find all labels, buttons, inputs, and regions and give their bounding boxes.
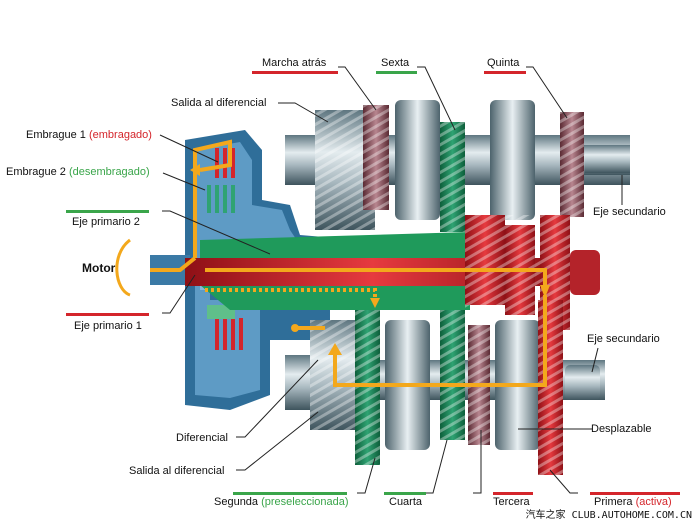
synchro-rs — [395, 100, 440, 220]
label-salida-diferencial-top: Salida al diferencial — [171, 97, 267, 109]
power-flow-arrows — [115, 139, 547, 387]
label-quinta: Quinta — [487, 57, 520, 69]
label-sexta: Sexta — [381, 57, 410, 69]
label-diferencial: Diferencial — [176, 432, 228, 444]
label-salida-diferencial-bottom: Salida al diferencial — [129, 465, 225, 477]
upper-secondary-shaft — [285, 100, 630, 232]
label-eje-primario-2: Eje primario 2 — [72, 216, 140, 228]
eje-primario-1-bar — [66, 313, 149, 316]
watermark: 汽车之家 CLUB.AUTOHOME.COM.CN — [525, 510, 692, 521]
clutch-1-plates — [215, 148, 243, 350]
label-tercera: Tercera — [493, 496, 530, 508]
marcha-atras-bar — [252, 71, 338, 74]
sexta-bar — [376, 71, 417, 74]
primary-shaft-2 — [200, 232, 470, 262]
label-motor: Motor — [82, 261, 116, 275]
primera-bar — [590, 492, 680, 495]
quinta-bar — [484, 71, 526, 74]
embrague-1-text: Embrague 1 — [26, 129, 89, 141]
label-eje-secundario-top: Eje secundario — [593, 206, 666, 218]
primera-text: Primera — [594, 496, 636, 508]
power-flow-arrowheads — [190, 164, 550, 355]
label-desplazable: Desplazable — [591, 423, 652, 435]
leader-lines — [159, 66, 623, 494]
label-segunda: Segunda (preseleccionada) — [214, 496, 349, 509]
label-eje-secundario-bottom: Eje secundario — [587, 333, 660, 345]
segunda-text: Segunda — [214, 496, 262, 508]
label-embrague-1: Embrague 1 (embragado) — [26, 129, 152, 142]
clutch-2-plates — [207, 185, 235, 319]
embrague-1-state: (embragado) — [88, 129, 152, 141]
synchro-56 — [490, 100, 535, 220]
cuarta-bar — [384, 492, 426, 495]
label-cuarta: Cuarta — [389, 496, 423, 508]
tercera-bar — [493, 492, 533, 495]
embrague-2-state: (desembragado) — [68, 166, 150, 178]
label-embrague-2: Embrague 2 (desembragado) — [6, 166, 150, 179]
eje-primario-2-bar — [66, 210, 149, 213]
first-gear-set — [465, 215, 600, 330]
segunda-state: (preseleccionada) — [261, 496, 349, 508]
primera-state: (activa) — [635, 496, 672, 508]
embrague-2-text: Embrague 2 — [6, 166, 69, 178]
label-marcha-atras: Marcha atrás — [262, 57, 327, 69]
label-primera: Primera (activa) — [594, 496, 672, 509]
label-eje-primario-1: Eje primario 1 — [74, 320, 142, 332]
segunda-bar — [233, 492, 347, 495]
